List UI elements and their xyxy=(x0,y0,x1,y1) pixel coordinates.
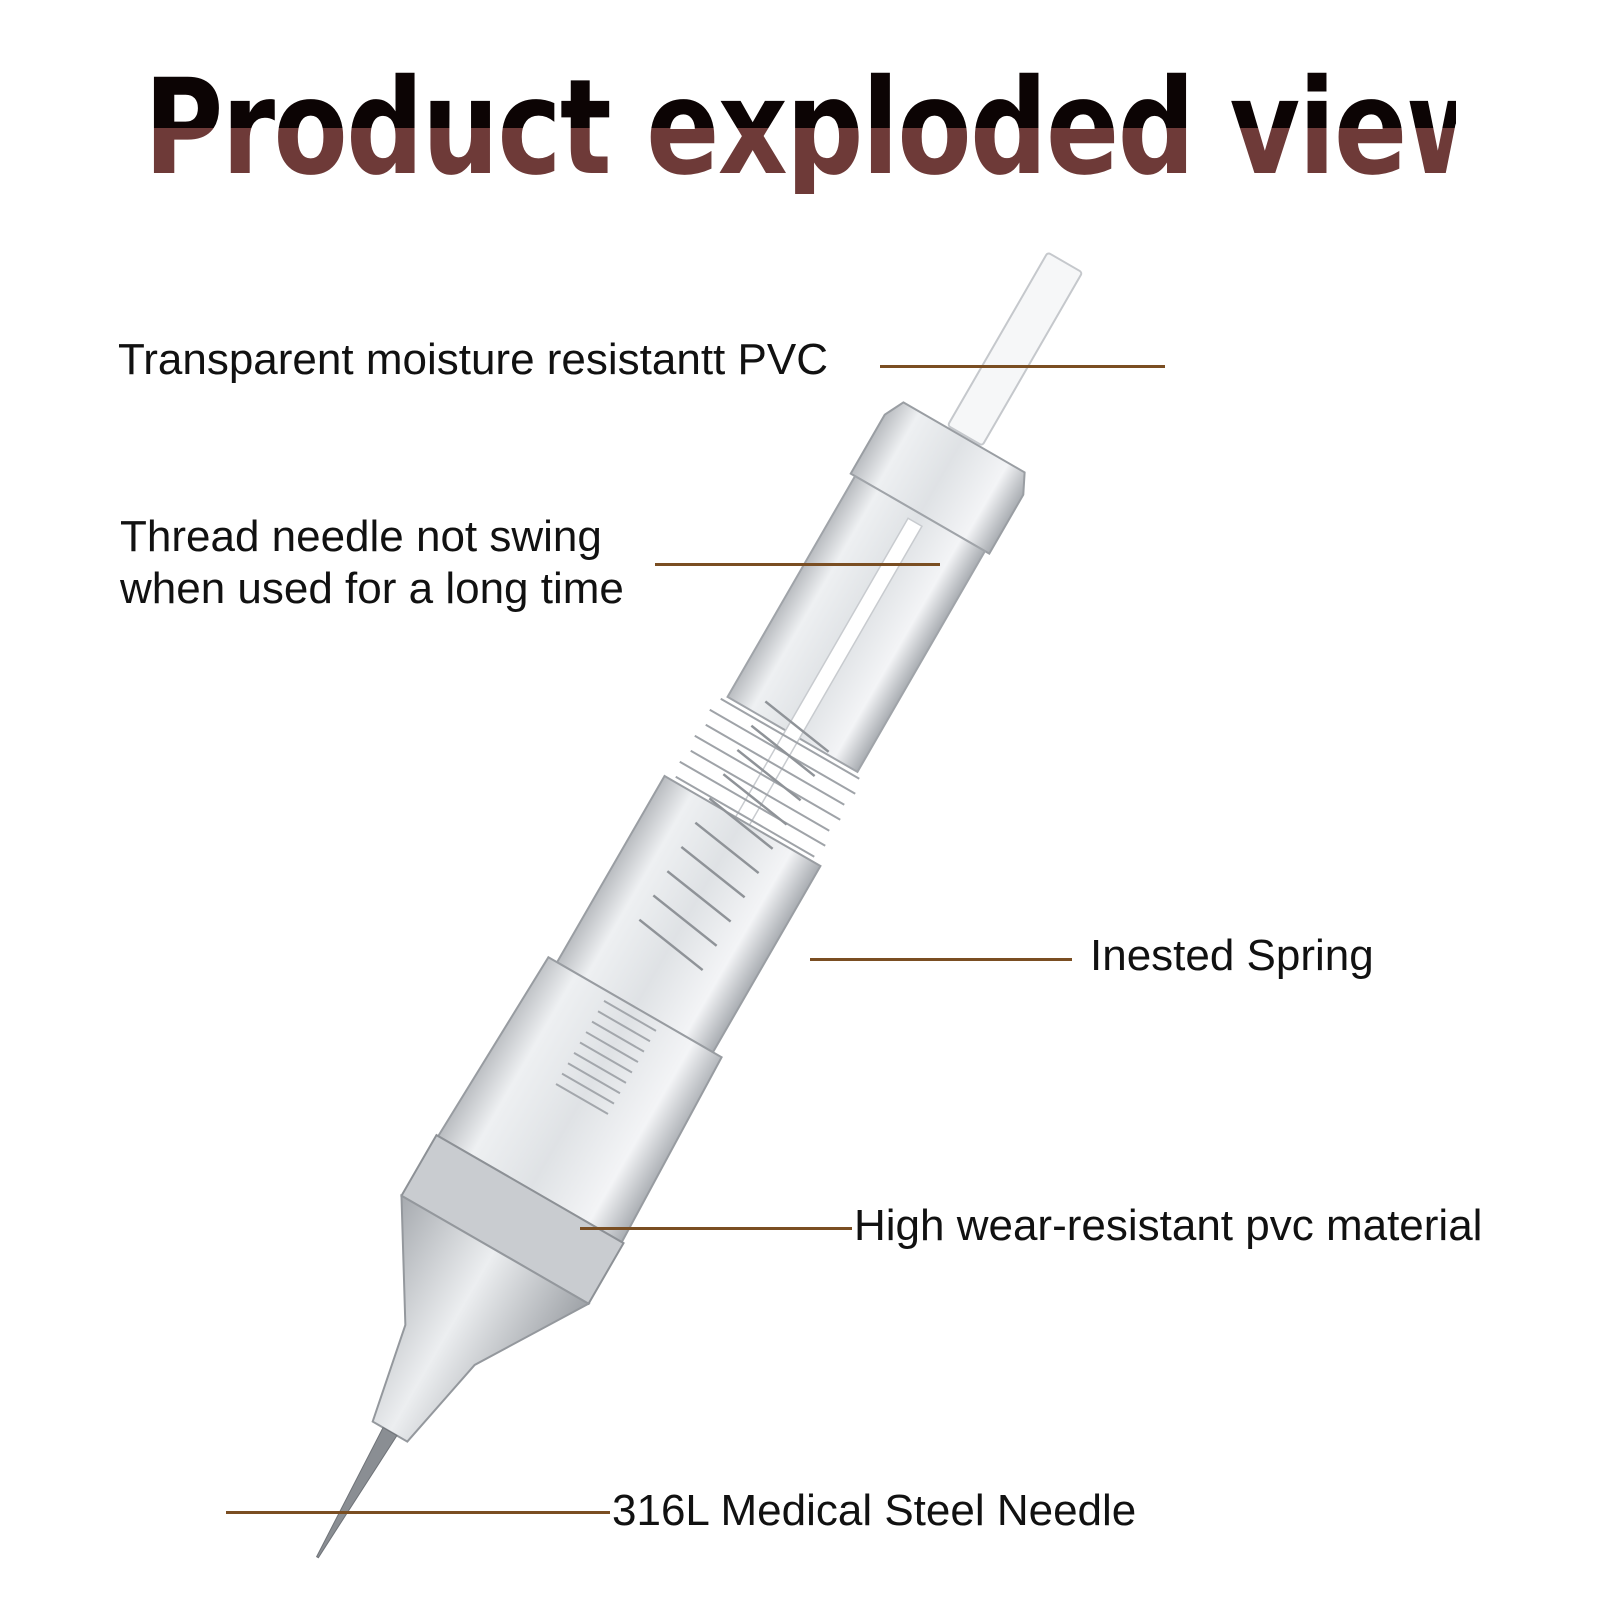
top-cap xyxy=(849,401,1026,555)
leader-line-spring xyxy=(810,958,1072,961)
callout-body-material: High wear-resistant pvc material xyxy=(854,1201,1483,1250)
callout-needle: 316L Medical Steel Needle xyxy=(612,1486,1137,1535)
leader-line-pvc-tube xyxy=(880,365,1165,368)
tapered-tip xyxy=(371,1193,591,1443)
pvc-stem xyxy=(947,252,1083,446)
callout-spring: Inested Spring xyxy=(1090,931,1374,980)
leader-line-thread-needle xyxy=(655,563,940,566)
cartridge-body xyxy=(315,252,1083,1559)
callout-pvc-tube: Transparent moisture resistantt PVC xyxy=(118,335,828,384)
leader-line-body-material xyxy=(580,1227,852,1230)
serrated-guide xyxy=(555,1000,657,1115)
spring xyxy=(638,700,830,972)
callout-thread-needle-line1: Thread needle not swing xyxy=(120,512,602,561)
leader-line-needle xyxy=(226,1511,610,1514)
page-title: Product exploded view xyxy=(144,51,1506,205)
callout-thread-needle-line2: when used for a long time xyxy=(120,564,624,613)
steel-needle xyxy=(315,1426,398,1559)
